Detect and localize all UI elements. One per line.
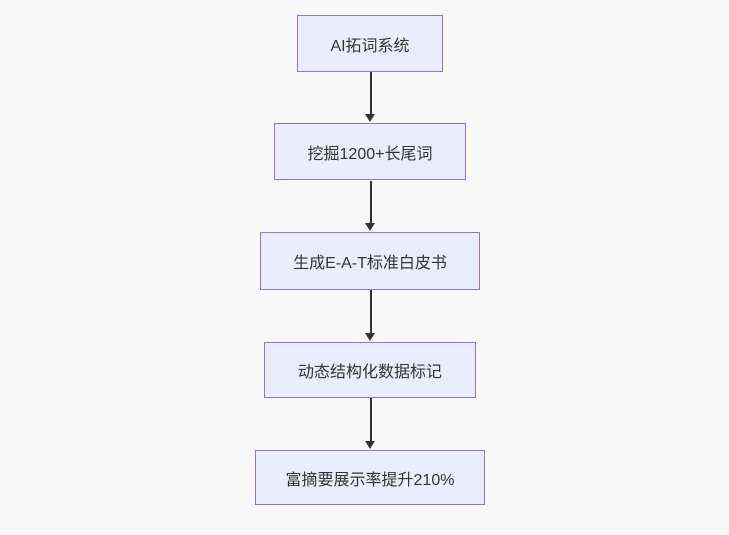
flowchart-node-rich-snippet-result: 富摘要展示率提升210% [255,450,485,505]
node-label: AI拓词系统 [330,37,410,55]
node-label: 生成E-A-T标准白皮书 [293,255,447,272]
node-label: 动态结构化数据标记 [297,364,442,381]
arrowhead-down-icon [365,114,375,122]
arrowhead-down-icon [365,333,375,341]
flowchart-node-eat-whitepaper: 生成E-A-T标准白皮书 [260,232,480,290]
flowchart-node-ai-system: AI拓词系统 [297,15,443,72]
flowchart-node-structured-data: 动态结构化数据标记 [264,342,476,398]
edge-line [369,398,372,442]
edge-1 [365,72,376,122]
arrowhead-down-icon [365,441,375,449]
edge-3 [365,290,376,341]
edge-line [369,72,372,115]
arrowhead-down-icon [365,223,375,231]
edge-line [369,181,372,224]
flowchart-node-longtail-keywords: 挖掘1200+长尾词 [274,123,466,180]
node-label: 挖掘1200+长尾词 [307,145,433,163]
edge-2 [365,181,376,231]
edge-4 [365,398,376,449]
edge-line [369,290,372,334]
node-label: 富摘要展示率提升210% [285,471,455,489]
